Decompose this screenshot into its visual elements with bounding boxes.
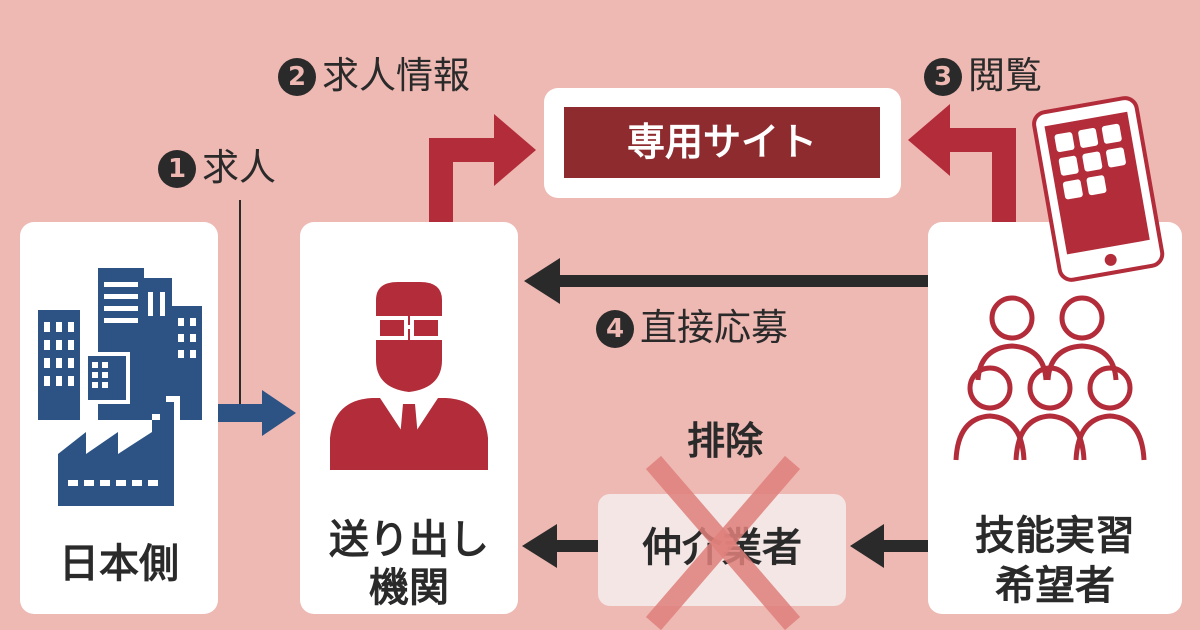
japan-side-label: 日本側 <box>59 541 179 587</box>
arrow-trainees-to-site <box>908 104 1016 222</box>
step-2-text: 求人情報 <box>322 54 470 97</box>
arrow-broker-to-agency <box>522 524 598 568</box>
step-1-number: 1 <box>158 150 196 188</box>
step-3-text: 閲覧 <box>968 54 1042 97</box>
exclusion-label: 排除 <box>686 419 763 463</box>
broker-label: 仲介業者 <box>642 525 802 571</box>
arrow-agency-to-site <box>429 114 536 222</box>
arrow-direct-application <box>524 258 928 304</box>
step-1-text: 求人 <box>202 146 276 189</box>
trainees-label-line2: 希望者 <box>995 563 1115 609</box>
building-factory-icon <box>38 268 202 512</box>
broker-box: 仲介業者 <box>598 494 846 606</box>
sending-agency-label-line2: 機関 <box>369 565 449 611</box>
step-4-text: 直接応募 <box>640 306 788 349</box>
dedicated-site-label: 専用サイト <box>564 107 880 178</box>
smartphone-icon <box>1032 96 1165 282</box>
sending-agency-label-line1: 送り出し <box>329 517 489 563</box>
people-group-icon <box>953 295 1147 461</box>
step-2-number: 2 <box>278 58 316 96</box>
step-3-number: 3 <box>924 58 962 96</box>
arrow-japan-to-agency <box>218 200 296 436</box>
businessman-icon <box>330 282 488 470</box>
trainees-label-line1: 技能実習 <box>975 513 1135 559</box>
dedicated-site-box: 専用サイト <box>544 88 901 198</box>
step-4-number: 4 <box>596 310 634 348</box>
arrow-trainees-to-broker <box>850 524 928 568</box>
